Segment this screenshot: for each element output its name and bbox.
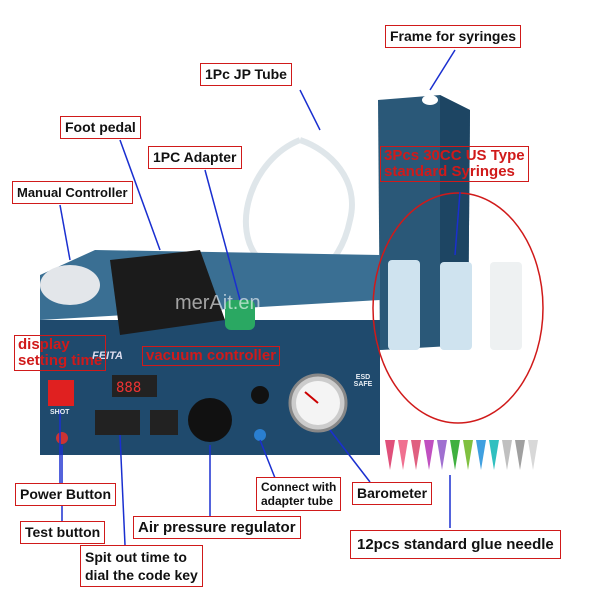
dip-switch-1 bbox=[95, 410, 140, 435]
shot-label: SHOT bbox=[50, 409, 70, 416]
foot-pedal bbox=[110, 250, 225, 335]
label-barometer: Barometer bbox=[352, 482, 433, 505]
syringes-highlight bbox=[372, 192, 544, 424]
label-needles: 12pcs standard glue needle bbox=[350, 530, 561, 559]
brand-logo: FEITA bbox=[92, 350, 123, 362]
connect-line-2: adapter tube bbox=[261, 494, 334, 508]
syringe-3 bbox=[490, 262, 522, 350]
watermark: merAit.en bbox=[175, 292, 261, 314]
manual-controller bbox=[40, 265, 100, 305]
pointer-arrows bbox=[59, 49, 461, 546]
power-switch bbox=[48, 380, 74, 406]
syringes-line-2: standard Syringes bbox=[384, 163, 515, 180]
vacuum-knob bbox=[251, 386, 269, 404]
test-button bbox=[56, 432, 68, 444]
display-line-1: display bbox=[18, 336, 70, 353]
air-regulator-knob bbox=[188, 398, 232, 442]
label-adapter: 1PC Adapter bbox=[148, 146, 242, 169]
label-air-regulator: Air pressure regulator bbox=[133, 516, 301, 539]
display-line-2: setting time bbox=[18, 352, 103, 369]
label-frame: Frame for syringes bbox=[385, 25, 522, 48]
label-test-button: Test button bbox=[20, 521, 106, 544]
label-manual-controller: Manual Controller bbox=[12, 181, 133, 204]
svg-text:888: 888 bbox=[116, 380, 141, 396]
label-foot-pedal: Foot pedal bbox=[60, 116, 141, 139]
connect-line-1: Connect with bbox=[261, 480, 337, 494]
time-display bbox=[112, 375, 157, 397]
label-power-button: Power Button bbox=[15, 483, 116, 506]
esd-safe-mark: ESD SAFE bbox=[353, 374, 373, 388]
label-vacuum-controller: vacuum controller bbox=[142, 346, 281, 366]
spit-line-2: dial the code key bbox=[85, 567, 198, 583]
syringe-2 bbox=[440, 262, 472, 350]
adapter bbox=[225, 300, 255, 330]
tube-connector bbox=[254, 429, 266, 441]
syringe-1 bbox=[388, 260, 420, 350]
spit-line-1: Spit out time to bbox=[85, 549, 187, 565]
dip-switch-2 bbox=[150, 410, 178, 435]
syringes-line-1: 3Pcs 30CC US Type bbox=[384, 147, 525, 164]
label-tube: 1Pc JP Tube bbox=[200, 63, 292, 86]
label-spit-time: Spit out time to dial the code key bbox=[80, 545, 203, 587]
glue-needles bbox=[385, 440, 538, 470]
